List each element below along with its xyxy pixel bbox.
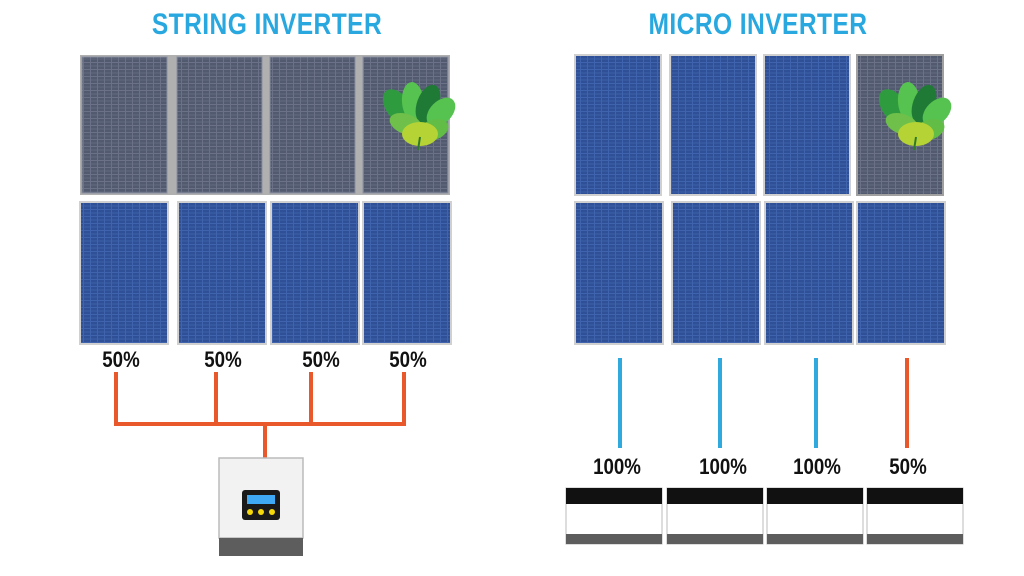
string-panel-bottom-1 — [79, 201, 169, 345]
micro-panel-bottom-2 — [671, 201, 761, 345]
string-output-label-4: 50% — [389, 347, 427, 372]
string-bottom-row — [79, 201, 452, 345]
micro-output-label-3: 100% — [793, 454, 841, 479]
micro-panel-top-3 — [763, 54, 851, 196]
string-inverter-box — [218, 457, 304, 556]
micro-panel-top-1 — [574, 54, 662, 196]
micro-panel-bottom-3 — [764, 201, 854, 345]
string-inverter-title: STRING INVERTER — [151, 8, 383, 41]
string-output-label-2: 50% — [204, 347, 242, 372]
micro-inverter-3 — [766, 487, 864, 545]
micro-inverter-1 — [565, 487, 663, 545]
micro-inverter-4 — [866, 487, 964, 545]
micro-panel-bottom-4 — [856, 201, 946, 345]
micro-bottom-row — [574, 201, 946, 345]
micro-panel-top-2 — [669, 54, 757, 196]
micro-wiring — [618, 358, 909, 448]
string-output-label-3: 50% — [302, 347, 340, 372]
string-panel-bottom-4 — [362, 201, 452, 345]
micro-inverter-2 — [666, 487, 764, 545]
micro-output-label-4: 50% — [889, 454, 927, 479]
string-panel-bottom-3 — [270, 201, 360, 345]
string-panel-bottom-2 — [177, 201, 267, 345]
micro-panel-bottom-1 — [574, 201, 664, 345]
string-output-label-1: 50% — [102, 347, 140, 372]
inverter-display — [242, 490, 280, 520]
string-panel-top-3 — [269, 56, 356, 194]
micro-output-label-1: 100% — [593, 454, 641, 479]
micro-inverters — [565, 487, 964, 545]
string-panel-top-1 — [81, 56, 168, 194]
string-panel-top-2 — [176, 56, 263, 194]
micro-inverter-title: MICRO INVERTER — [648, 8, 868, 41]
string-wiring — [114, 372, 406, 458]
micro-output-label-2: 100% — [699, 454, 747, 479]
